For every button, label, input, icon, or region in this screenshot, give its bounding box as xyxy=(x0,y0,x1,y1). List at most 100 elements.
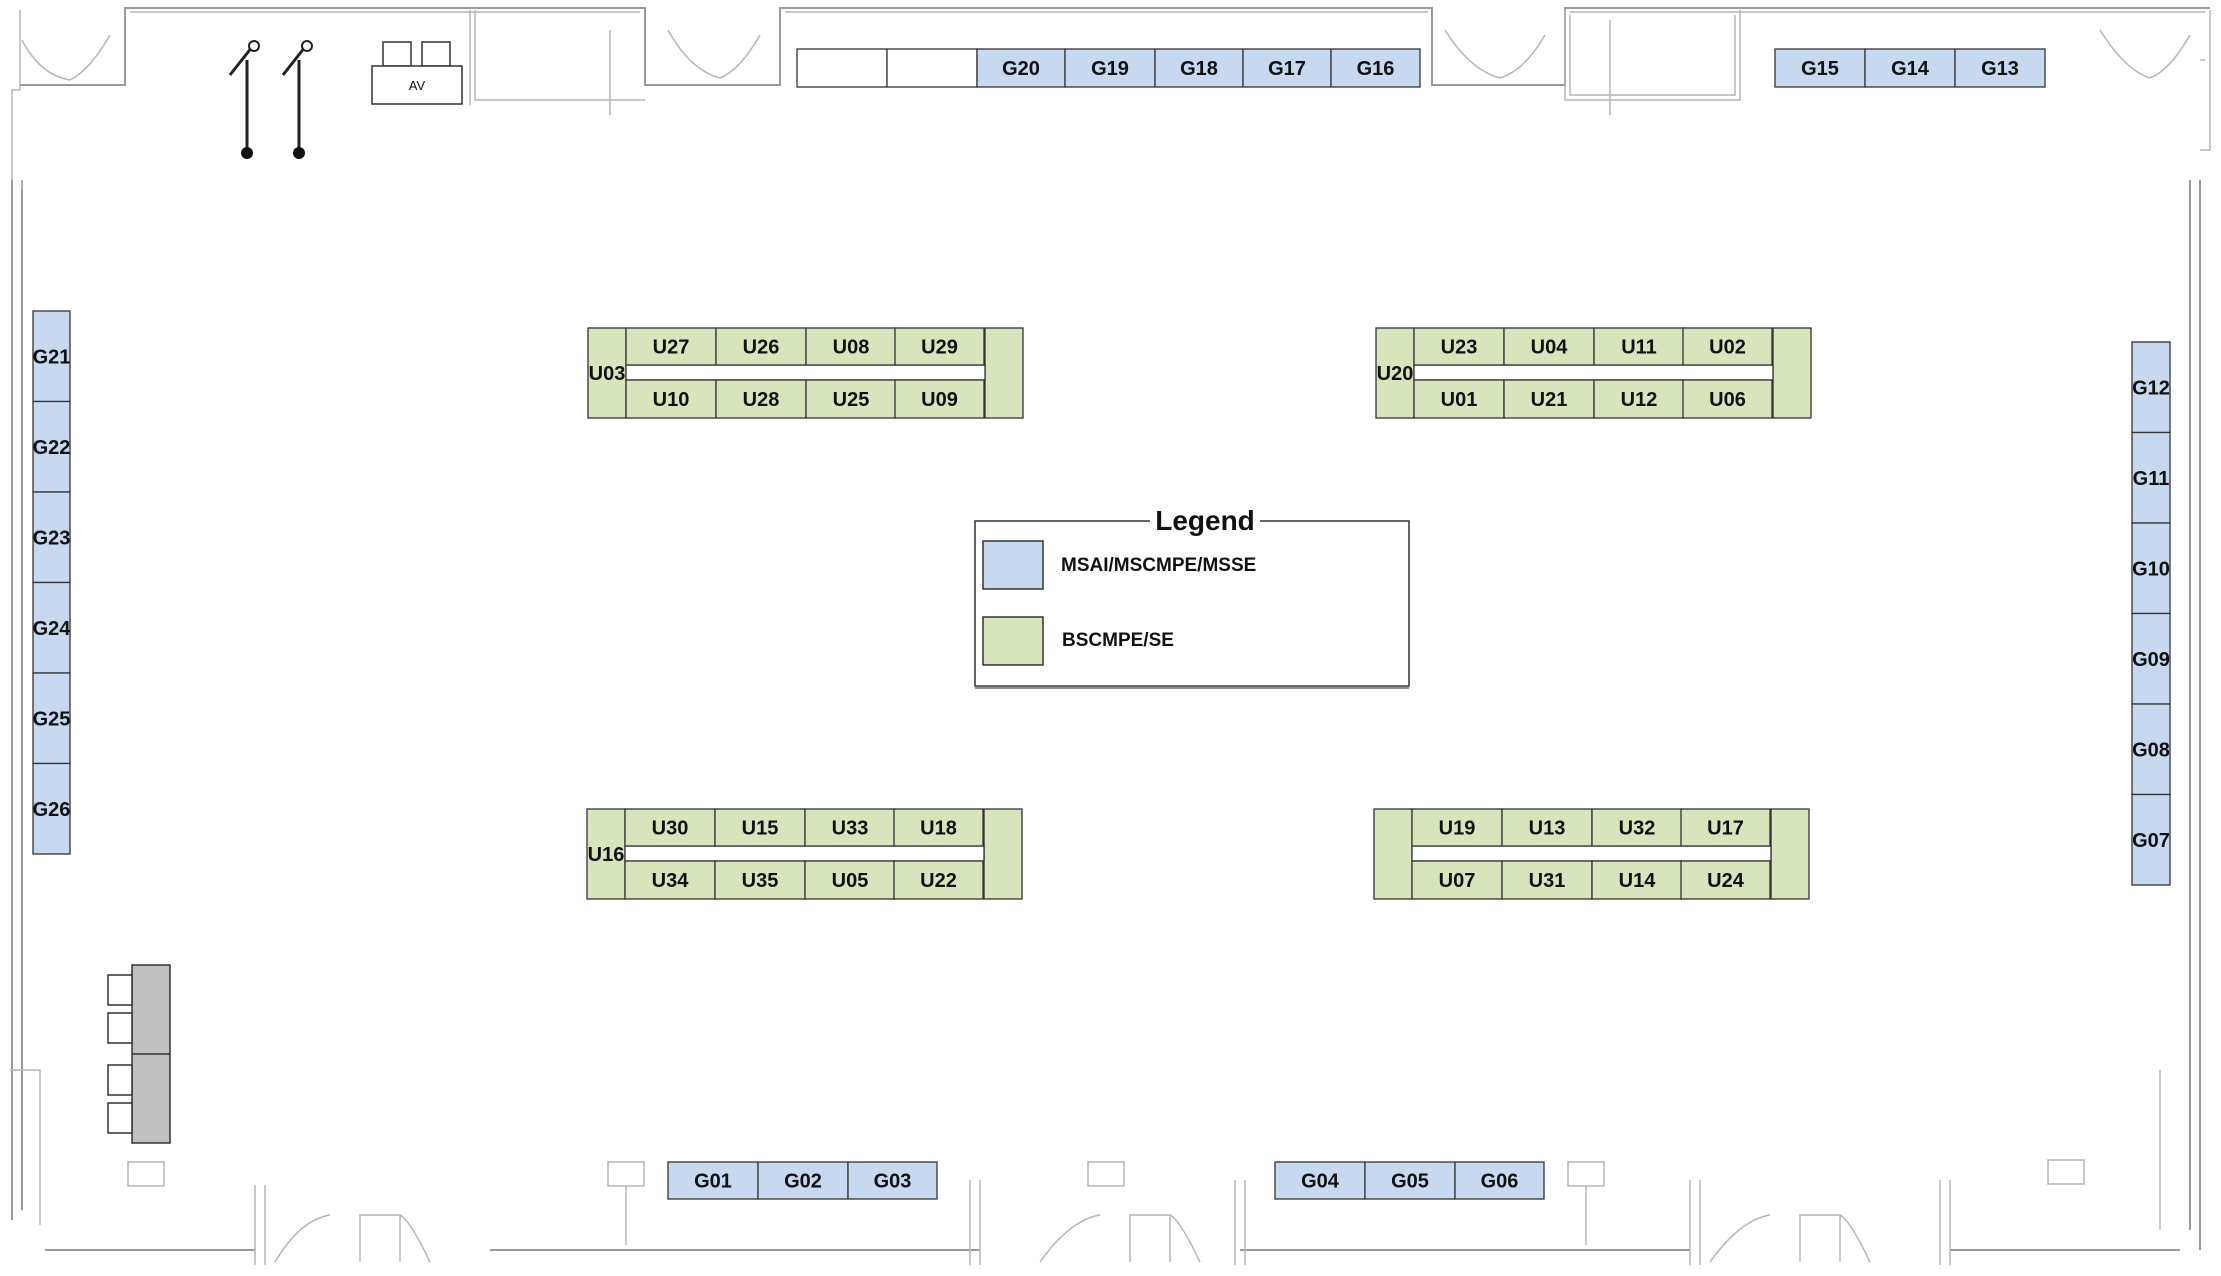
booth-u04: U04 xyxy=(1503,327,1595,366)
booth-label: U34 xyxy=(652,870,690,892)
booth-label: G01 xyxy=(694,1171,732,1193)
booth-label: G16 xyxy=(1357,58,1395,80)
booth-label: U31 xyxy=(1529,870,1566,892)
booth-g26: G26 xyxy=(32,762,71,855)
booth-u09: U09 xyxy=(894,379,985,419)
booth-u24: U24 xyxy=(1680,860,1771,900)
microphone-stand-left xyxy=(228,40,260,159)
check-in-station xyxy=(107,964,171,1144)
island-end-cap xyxy=(1375,327,1415,419)
booth-label: G12 xyxy=(2132,377,2170,399)
booth-label: G08 xyxy=(2132,739,2170,761)
legend-swatch-undergraduate xyxy=(982,616,1044,666)
booth-u35: U35 xyxy=(714,860,806,900)
booth-label: U17 xyxy=(1707,818,1744,840)
legend-label-graduate: MSAI/MSCMPE/MSSE xyxy=(1061,555,1256,576)
booth-g10: G10 xyxy=(2131,522,2171,615)
booth-u30: U30 xyxy=(624,808,716,847)
booth-label: U19 xyxy=(1439,818,1476,840)
booth-label: G18 xyxy=(1180,58,1218,80)
legend-label-undergraduate: BSCMPE/SE xyxy=(1062,630,1174,651)
booth-u10: U10 xyxy=(625,379,717,419)
av-table: AV xyxy=(371,41,463,105)
booth-g18: G18 xyxy=(1154,48,1244,88)
room-walls xyxy=(10,7,2211,1265)
booth-label: G25 xyxy=(33,708,71,730)
booth-g03: G03 xyxy=(847,1161,938,1200)
booth-label: U14 xyxy=(1619,870,1657,892)
booth-label: G14 xyxy=(1891,58,1930,80)
booth-label: G13 xyxy=(1981,58,2019,80)
booth-g02: G02 xyxy=(757,1161,849,1200)
booth-label: U24 xyxy=(1707,870,1745,892)
booth-label: G21 xyxy=(33,346,71,368)
booth-label: U10 xyxy=(653,389,690,411)
booth-g25: G25 xyxy=(32,672,71,765)
legend: Legend MSAI/MSCMPE/MSSE BSCMPE/SE xyxy=(974,505,1410,689)
booth-label: G11 xyxy=(2133,468,2170,490)
booth-g06: G06 xyxy=(1454,1161,1545,1200)
booth-u15: U15 xyxy=(714,808,806,847)
booth-row-top-right: G15 G14 G13 xyxy=(1774,48,2046,88)
booth-u32: U32 xyxy=(1591,808,1683,847)
island-end-label: U16 xyxy=(588,844,625,866)
booth-u02: U02 xyxy=(1682,327,1773,366)
booth-label: U32 xyxy=(1619,818,1656,840)
booth-g05: G05 xyxy=(1364,1161,1456,1200)
booth-label: U11 xyxy=(1621,337,1657,359)
booth-label: U07 xyxy=(1439,870,1476,892)
island-divider xyxy=(625,364,986,381)
booth-g04: G04 xyxy=(1274,1161,1366,1200)
booth-label: G06 xyxy=(1481,1171,1519,1193)
booth-g15: G15 xyxy=(1774,48,1866,88)
booth-g11: G11 xyxy=(2131,431,2171,524)
booth-label: G04 xyxy=(1301,1171,1340,1193)
booth-label: U04 xyxy=(1531,337,1569,359)
booth-label: U18 xyxy=(920,818,957,840)
booth-label: U21 xyxy=(1531,389,1568,411)
booth-label: U28 xyxy=(743,389,780,411)
booth-u26: U26 xyxy=(715,327,807,366)
booth-label: U33 xyxy=(832,818,869,840)
booth-g23: G23 xyxy=(32,491,71,584)
booth-g01: G01 xyxy=(667,1161,759,1200)
microphone-icon xyxy=(301,40,313,52)
booth-label: G15 xyxy=(1801,58,1839,80)
booth-g08: G08 xyxy=(2131,703,2171,796)
booth-u06: U06 xyxy=(1682,379,1773,419)
booth-u12: U12 xyxy=(1593,379,1685,419)
island-divider xyxy=(1413,364,1774,381)
island-end-cap xyxy=(586,808,626,900)
booth-u01: U01 xyxy=(1413,379,1505,419)
booth-label: G17 xyxy=(1268,58,1306,80)
booth-label: U12 xyxy=(1621,389,1658,411)
booth-empty xyxy=(796,48,888,88)
booth-u23: U23 xyxy=(1413,327,1505,366)
booth-label: U09 xyxy=(921,389,958,411)
island-end-cap xyxy=(1770,808,1810,900)
av-label: AV xyxy=(409,78,426,93)
booth-label: U27 xyxy=(653,337,690,359)
booth-u29: U29 xyxy=(894,327,985,366)
booth-u17: U17 xyxy=(1680,808,1771,847)
booth-label: G05 xyxy=(1391,1171,1429,1193)
booth-u08: U08 xyxy=(805,327,897,366)
booth-label: U15 xyxy=(742,818,779,840)
booth-label: U35 xyxy=(742,870,779,892)
booth-label: U22 xyxy=(920,870,957,892)
booth-g14: G14 xyxy=(1864,48,1956,88)
booth-label: U05 xyxy=(832,870,869,892)
booth-label: U08 xyxy=(833,337,870,359)
booth-label: U26 xyxy=(743,337,780,359)
booth-g17: G17 xyxy=(1242,48,1332,88)
legend-swatch-graduate xyxy=(982,540,1044,590)
booth-u13: U13 xyxy=(1501,808,1593,847)
